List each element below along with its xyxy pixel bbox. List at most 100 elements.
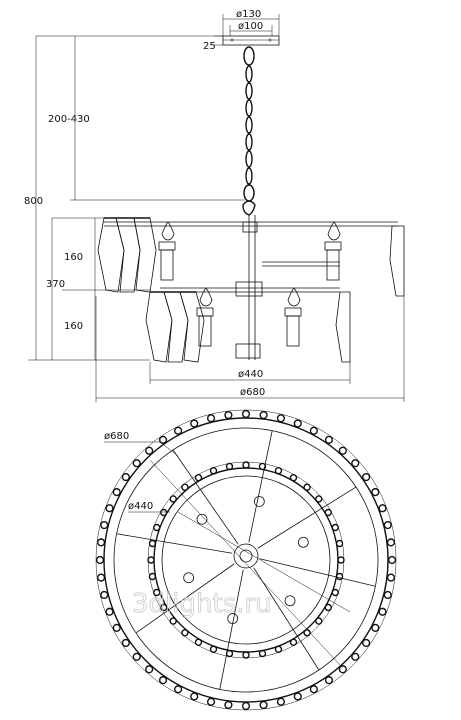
plan-spokes bbox=[116, 430, 376, 690]
crystal-bead bbox=[362, 472, 371, 482]
frame-spoke bbox=[219, 569, 244, 690]
canopy-inner-label: ø100 bbox=[238, 21, 263, 32]
outer-crystal-beads bbox=[95, 409, 397, 711]
crystal-bead bbox=[293, 692, 302, 701]
height-dimensions: 200-430 800 370 160 160 bbox=[24, 35, 245, 361]
candle-lamp bbox=[284, 287, 302, 347]
crystal-pendants-side bbox=[97, 217, 405, 363]
crystal-bead bbox=[148, 572, 157, 581]
plan-view: ø680 ø440 bbox=[95, 409, 397, 711]
crystal-bead bbox=[315, 495, 323, 503]
crystal-bead bbox=[105, 607, 114, 616]
crystal-bead bbox=[209, 467, 218, 475]
frame-spoke bbox=[172, 449, 239, 545]
lamp-socket bbox=[196, 513, 208, 525]
canopy-outer-label: ø130 bbox=[236, 9, 261, 20]
crystal-bead bbox=[309, 426, 318, 435]
width-dimensions: ø440 ø680 bbox=[95, 296, 405, 402]
crystal-bead bbox=[224, 700, 233, 710]
crystal-bead bbox=[274, 645, 283, 653]
candle-lamp bbox=[324, 221, 342, 281]
inner-crystal-beads bbox=[147, 461, 345, 659]
plan-inner-diameter-label: ø440 bbox=[128, 501, 153, 512]
candle-lamp bbox=[158, 221, 176, 281]
crystal-bead bbox=[324, 676, 334, 685]
crystal-bead bbox=[276, 414, 286, 423]
crystal-bead bbox=[331, 588, 339, 597]
crystal-bead bbox=[337, 556, 345, 564]
crystal-bead bbox=[95, 555, 105, 565]
crystal-bead bbox=[335, 539, 344, 548]
crystal-bead bbox=[100, 520, 109, 530]
side-inner-diameter-label: ø440 bbox=[238, 369, 263, 380]
total-height-label: 800 bbox=[24, 196, 43, 207]
crystal-bead bbox=[324, 435, 334, 444]
outer-ring bbox=[103, 417, 389, 703]
crystal-bead bbox=[100, 590, 109, 600]
crystal-bead bbox=[258, 649, 267, 658]
crystal-bead bbox=[153, 588, 161, 597]
crystal-bead bbox=[96, 573, 106, 582]
crystal-bead bbox=[386, 573, 396, 582]
crystal-bead bbox=[190, 692, 199, 701]
crystal-bead bbox=[303, 629, 311, 637]
crystal-bead bbox=[147, 556, 155, 564]
inner-ring bbox=[153, 467, 339, 653]
chain-range-label: 200-430 bbox=[48, 114, 90, 125]
lamp-socket bbox=[253, 496, 265, 507]
crystal-bead bbox=[324, 508, 332, 517]
crystal-bead bbox=[105, 504, 114, 513]
crystal-bead bbox=[276, 697, 286, 706]
ceiling-canopy bbox=[222, 35, 280, 46]
crystal-bead bbox=[112, 623, 121, 632]
candle-lamp bbox=[196, 287, 214, 347]
side-outer-diameter-label: ø680 bbox=[240, 387, 265, 398]
crystal-bead bbox=[351, 652, 360, 661]
crystal-bead bbox=[132, 459, 141, 468]
lamp-socket bbox=[284, 595, 296, 607]
crystal-bead bbox=[158, 435, 168, 444]
body-height-label: 370 bbox=[46, 279, 65, 290]
crystal-bead bbox=[225, 649, 234, 658]
crystal-bead bbox=[169, 495, 177, 503]
plan-outer-diameter-label: ø680 bbox=[104, 431, 129, 442]
crystal-bead bbox=[338, 665, 347, 674]
crystal-bead bbox=[371, 623, 380, 632]
crystal-bead bbox=[331, 523, 339, 532]
frame-spoke bbox=[135, 563, 235, 634]
crystal-bead bbox=[96, 538, 106, 547]
crystal-bead bbox=[293, 419, 302, 428]
crystal-bead bbox=[289, 638, 298, 646]
crystal-bead bbox=[241, 409, 251, 419]
crystal-bead bbox=[259, 410, 268, 420]
crystal-bead bbox=[132, 652, 141, 661]
watermark: 3dlights.ru bbox=[132, 589, 272, 619]
crystal-bead bbox=[112, 488, 121, 497]
crystal-bead bbox=[121, 472, 130, 482]
crystal-bead bbox=[362, 638, 371, 648]
crystal-bead bbox=[315, 617, 323, 625]
crystal-bead bbox=[181, 483, 189, 491]
crystal-bead bbox=[335, 572, 344, 581]
crystal-bead bbox=[160, 603, 168, 612]
crystal-bead bbox=[324, 603, 332, 612]
crystal-bead bbox=[303, 483, 311, 491]
frame-spoke bbox=[248, 430, 273, 543]
crystal-bead bbox=[174, 685, 183, 694]
crystal-bead bbox=[274, 467, 283, 475]
crystal-bead bbox=[383, 520, 392, 530]
crystal-bead bbox=[259, 700, 268, 710]
lamp-sockets bbox=[183, 496, 309, 624]
crystal-bead bbox=[153, 523, 161, 532]
crystal-bead bbox=[371, 488, 380, 497]
lower-tier-label: 160 bbox=[64, 321, 83, 332]
crystal-bead bbox=[378, 607, 387, 616]
crystal-bead bbox=[386, 538, 396, 547]
crystal-bead bbox=[224, 410, 233, 420]
crystal-bead bbox=[194, 474, 203, 482]
crystal-bead bbox=[242, 651, 250, 659]
crystal-bead bbox=[289, 474, 298, 482]
crystal-bead bbox=[206, 697, 216, 706]
crystal-bead bbox=[194, 638, 203, 646]
